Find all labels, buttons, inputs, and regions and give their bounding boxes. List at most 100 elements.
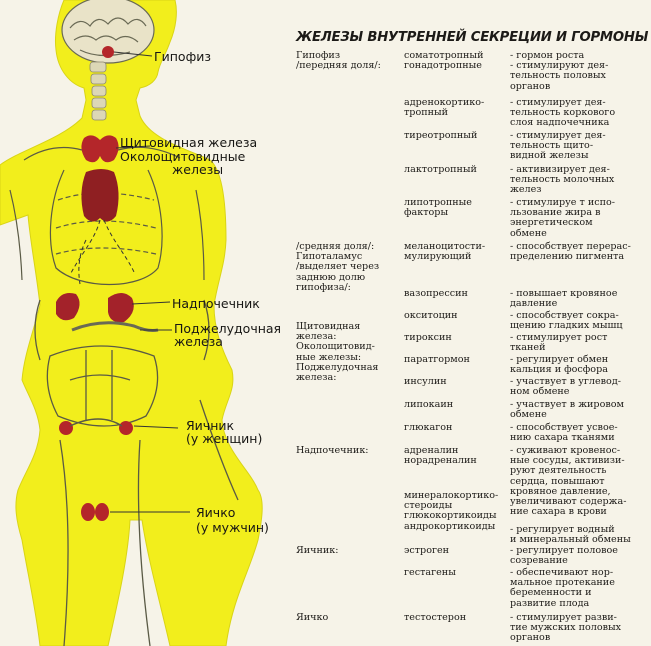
table-gland-line: /передняя доля/: — [296, 60, 381, 72]
label-testis-1: Яичко — [196, 505, 236, 520]
table-gland-line: Поджелудочная — [296, 361, 379, 373]
table-effect-line: слоя надпочечника — [510, 117, 610, 129]
table-effect-line: - участвует в углевод- — [510, 376, 621, 387]
ovary-right — [119, 421, 133, 435]
table-effect-line: ном обмене — [510, 386, 570, 398]
table-hormone-line: адреналин — [404, 445, 459, 456]
table-hormone-line: окситоцин — [404, 310, 458, 321]
table-effect-line: пределению пигмента — [510, 251, 625, 263]
table-hormone-line: липотропные — [404, 197, 472, 208]
table-gland-line: Гипоталамус — [296, 251, 363, 263]
pituitary-gland — [102, 46, 114, 58]
table-effect-line: - стимулируют дея- — [510, 60, 609, 72]
label-adrenal: Надпочечник — [172, 296, 260, 311]
table-gland-line: Яичко — [296, 612, 329, 623]
table-gland-line: гипофиза/: — [296, 281, 351, 293]
table-effect-line: - обеспечивают нор- — [510, 567, 614, 578]
table-effect-line: нию сахара тканями — [510, 432, 615, 444]
table-gland-line: Околощитовид- — [296, 341, 375, 353]
table-effect-line: ные сосуды, активизи- — [510, 455, 625, 467]
adrenal-gland-left — [56, 293, 80, 321]
table-effect-line: тельность щито- — [510, 140, 594, 152]
table-effect-line: - способствует сокра- — [510, 310, 619, 321]
table-effect-line: ние сахара в крови — [510, 506, 607, 518]
table-hormone-line: вазопрессин — [404, 288, 468, 299]
body-diagram — [0, 0, 263, 646]
table-hormone-line: адренокортико- — [404, 97, 485, 108]
table-effect-line: льзование жира в — [510, 207, 601, 219]
table-effect-line: - стимулирует разви- — [510, 612, 617, 623]
table-effect-line: развитие плода — [510, 597, 590, 609]
label-testis-2: (у мужчин) — [196, 520, 269, 535]
brain-icon — [61, 0, 155, 64]
table-hormone-line: тропный — [404, 107, 449, 119]
label-ovary-2: (у женщин) — [186, 431, 263, 446]
table-hormone-line: гонадотропные — [404, 60, 482, 72]
table-effect-line: тие мужских половых — [510, 622, 622, 634]
table-hormone-line: тиреотропный — [404, 130, 478, 141]
table-effect-line: обмене — [510, 227, 547, 239]
table-effect-line: видной железы — [510, 150, 589, 162]
table-gland-line: Яичник: — [296, 545, 339, 556]
table-hormone-line: паратгормон — [404, 354, 470, 365]
ovary-left — [59, 421, 73, 435]
table-effect-line: тельность половых — [510, 70, 606, 82]
table-hormone-line: тестостерон — [404, 612, 467, 623]
table-effect-line: беременности и — [510, 587, 592, 599]
table-gland-line: железа: — [296, 331, 337, 343]
table-gland-line: Щитовидная — [296, 321, 361, 332]
label-pancreas-2: железа — [174, 334, 223, 349]
spine-icon — [89, 61, 107, 121]
table-effect-line: давление — [510, 298, 558, 310]
table-effect-line: энергетическом — [510, 217, 593, 229]
table-hormone-line: глюкагон — [404, 422, 453, 433]
table-gland-line: ные железы: — [296, 351, 362, 363]
table-effect-line: - регулирует половое — [510, 545, 618, 556]
table-effect-line: тельность молочных — [510, 174, 615, 186]
thymus-gland — [81, 169, 119, 222]
table-hormone-line: инсулин — [404, 376, 447, 387]
table-effect-line: - способствует усвое- — [510, 422, 618, 433]
label-parathyroid-1: Околощитовидные — [120, 149, 246, 164]
table-effect-line: - суживают кровенос- — [510, 445, 621, 456]
table-hormone-line: норадреналин — [404, 455, 477, 467]
table-hormone-line: глюкокортикоиды — [404, 510, 497, 522]
table-effect-line: желез — [510, 184, 542, 196]
table-effect-line: увеличивают содержа- — [510, 496, 627, 507]
table-effect-line: - способствует перерас- — [510, 241, 631, 252]
table-hormone-line: лактотропный — [404, 164, 477, 175]
table-gland-line: /средняя доля/: — [296, 241, 375, 252]
table-effect-line: щению гладких мышц — [510, 320, 623, 332]
table-effect-line: - гормон роста — [510, 50, 585, 61]
table-effect-line: - стимулируе т испо- — [510, 197, 616, 208]
table-gland-line: заднюю долю — [296, 271, 366, 283]
thyroid-gland — [81, 135, 119, 163]
table-effect-line: органов — [510, 632, 551, 644]
adrenal-gland-right — [108, 293, 134, 323]
table-hormone-line: минералокортико- — [404, 490, 499, 501]
table-effect-line: тельность коркового — [510, 107, 616, 119]
table-effect-line: сердца, повышают — [510, 475, 605, 487]
table-effect-line: - стимулирует дея- — [510, 97, 606, 108]
table-effect-line: органов — [510, 80, 551, 92]
table-hormone-line: гестагены — [404, 567, 456, 578]
testis-left — [81, 503, 95, 521]
table-effect-line: созревание — [510, 555, 568, 567]
table-effect-line: - стимулирует дея- — [510, 130, 606, 141]
table-effect-line: и минеральный обмены — [510, 534, 631, 546]
table-title: ЖЕЛЕЗЫ ВНУТРЕННЕЙ СЕКРЕЦИИ И ГОРМОНЫ — [296, 30, 649, 45]
table-hormone-line: соматотропный — [404, 50, 484, 61]
table-effect-line: - участвует в жировом — [510, 399, 624, 410]
table-hormone-line: факторы — [404, 207, 449, 219]
table-gland-line: Гипофиз — [296, 50, 341, 61]
table-hormone-line: стероиды — [404, 500, 453, 512]
table-gland-line: Надпочечник: — [296, 445, 369, 456]
table-effect-line: - регулирует водный — [510, 524, 615, 535]
table-effect-line: кальция и фосфора — [510, 364, 608, 376]
table-effect-line: руют деятельность — [510, 465, 607, 477]
table-effect-line: обмене — [510, 409, 547, 421]
testis-right — [95, 503, 109, 521]
label-parathyroid-2: железы — [172, 162, 224, 177]
label-ovary-1: Яичник — [186, 418, 235, 433]
table-hormone-line: мулирующий — [404, 251, 472, 263]
